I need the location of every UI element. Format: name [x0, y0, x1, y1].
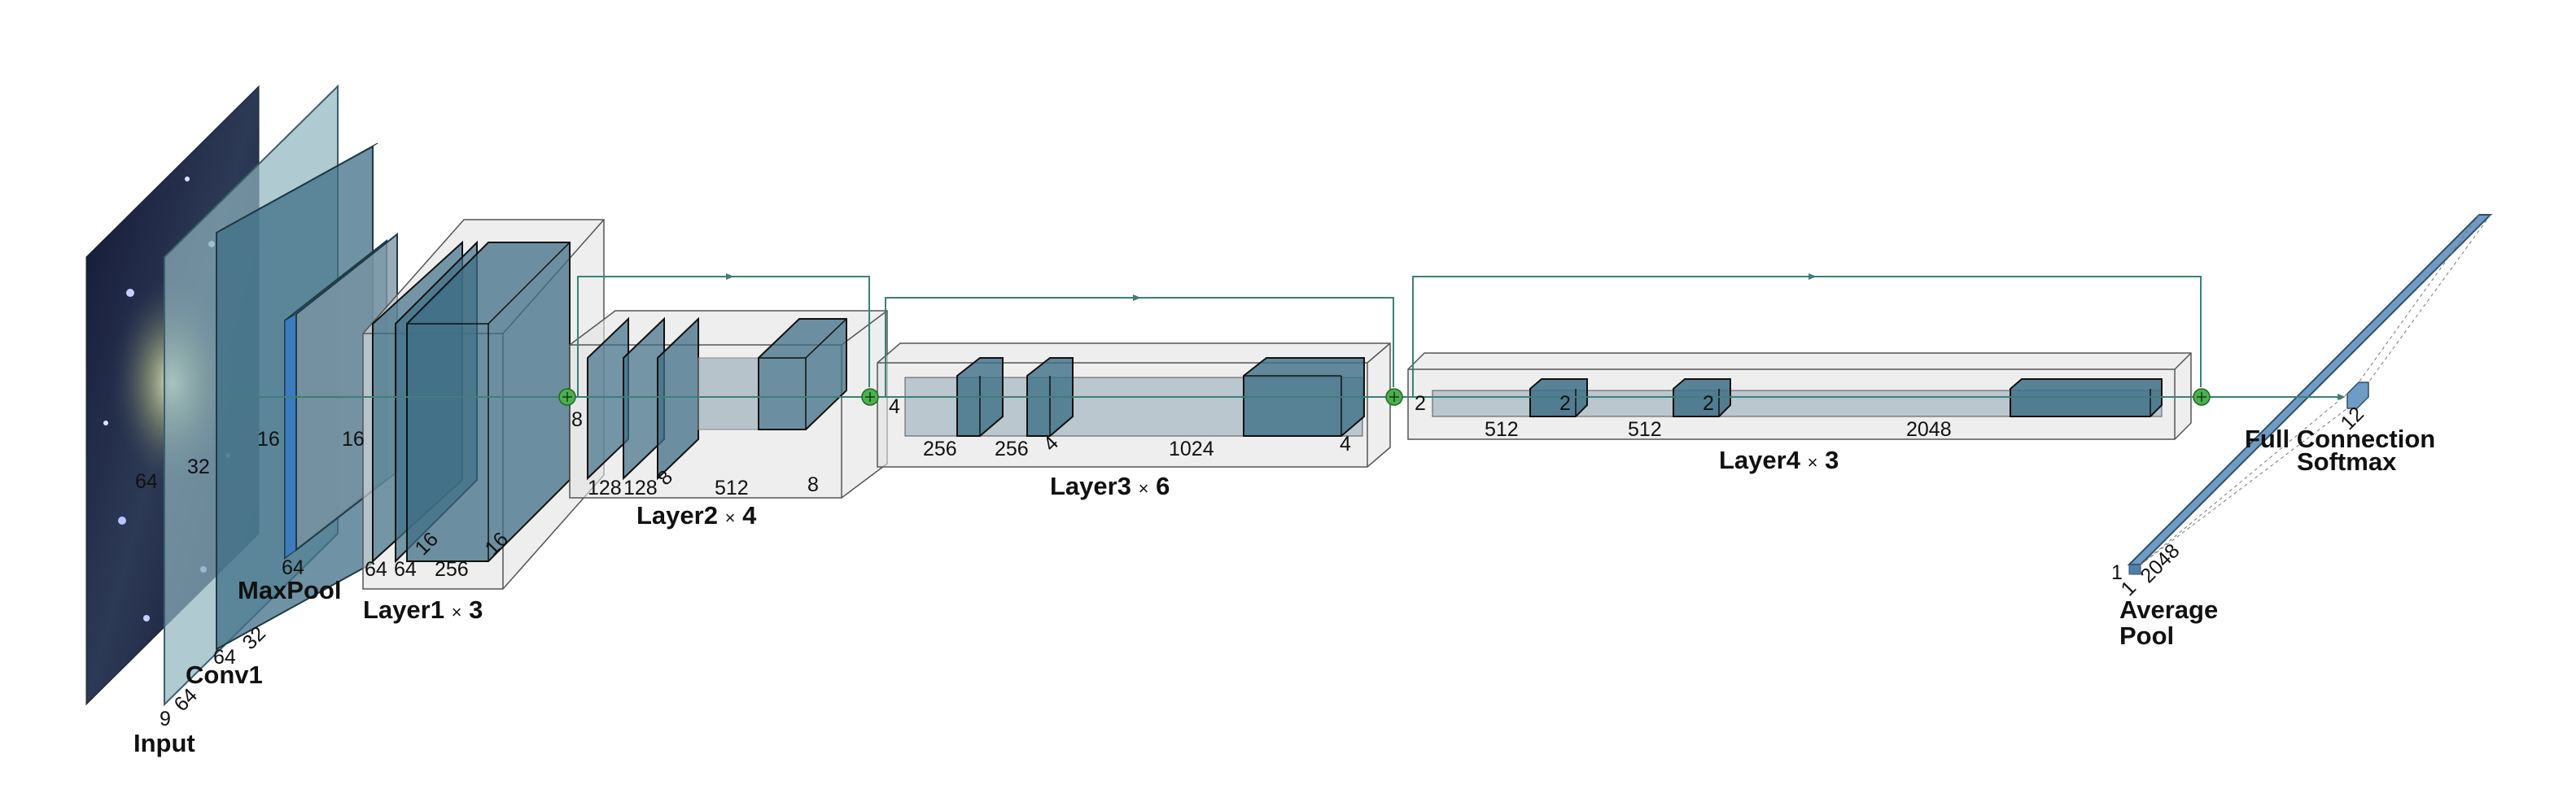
input-title: Input — [133, 729, 195, 757]
layer1-title-name: Layer1 — [363, 595, 444, 624]
layer3-title-count: 6 — [1156, 472, 1170, 500]
layer3-title: Layer3 × 6 — [1050, 472, 1170, 500]
layer1-title-times: × — [452, 602, 462, 622]
layer2-width-label: 8 — [571, 408, 583, 431]
layer3-title-name: Layer3 — [1050, 472, 1131, 500]
conv1-title: Conv1 — [186, 661, 263, 689]
layer3-width-label: 4 — [889, 395, 900, 418]
layer2-c1-label: 128 — [588, 477, 622, 499]
layer1-title-count: 3 — [469, 595, 483, 624]
layer3-c2-label: 256 — [995, 438, 1029, 460]
layer1-group — [362, 219, 605, 590]
add-node-3 — [1385, 388, 1403, 406]
layer2-group — [569, 310, 888, 499]
avgpool-title-line2: Pool — [2119, 621, 2174, 650]
layer3-c1-label: 256 — [923, 438, 957, 460]
layer1-c2-label: 64 — [394, 558, 417, 581]
layer3-group — [877, 342, 1391, 468]
layer4-title: Layer4 × 3 — [1719, 446, 1839, 474]
layer2-title-name: Layer2 — [636, 501, 718, 530]
layer4-h1-label: 2 — [1559, 392, 1571, 415]
layer2-title-times: × — [725, 508, 736, 528]
input-depth-label: 9 — [160, 708, 171, 730]
layer4-c3-label: 2048 — [1906, 418, 1952, 441]
layer4-title-name: Layer4 — [1719, 446, 1801, 474]
input-width-label: 64 — [135, 470, 158, 493]
maxpool-width-label-b: 16 — [342, 428, 365, 451]
maxpool-title: MaxPool — [238, 576, 341, 604]
maxpool-channels-label: 64 — [282, 556, 304, 579]
avgpool-c-label: 2048 — [2136, 539, 2184, 587]
layer1-c3-label: 256 — [435, 558, 469, 581]
fc-block — [2128, 214, 2491, 575]
conv1-channels-label: 64 — [213, 646, 236, 669]
fc-title-line2: Softmax — [2297, 447, 2397, 476]
layer2-title: Layer2 × 4 — [636, 501, 757, 530]
flow-lines — [220, 273, 2346, 400]
layer1-title: Layer1 × 3 — [363, 595, 483, 624]
layer4-width-label: 2 — [1415, 392, 1426, 415]
layer4-title-count: 3 — [1825, 446, 1839, 474]
maxpool-width-label-a: 16 — [257, 428, 280, 451]
layer3-height-label: 4 — [1340, 433, 1351, 456]
fc-title-line1: Full Connection — [2245, 425, 2435, 453]
add-node-4 — [2193, 388, 2211, 406]
layer2-c2-label: 128 — [623, 477, 658, 499]
layer2-height-label: 8 — [807, 473, 819, 496]
layer3-c3-label: 1024 — [1169, 438, 1214, 460]
layer4-c2-label: 512 — [1628, 418, 1662, 441]
add-node-2 — [861, 388, 879, 406]
add-node-1 — [558, 388, 576, 406]
layer1-c1-label: 64 — [365, 558, 387, 581]
layer3-title-times: × — [1139, 478, 1149, 499]
layer4-c1-label: 512 — [1485, 418, 1519, 441]
layer2-c3-label: 512 — [715, 477, 749, 499]
conv1-width-label: 32 — [187, 456, 210, 478]
avgpool-title-line1: Average — [2119, 595, 2218, 624]
avgpool-h-label: 1 — [2111, 561, 2123, 584]
layer2-title-count: 4 — [742, 501, 757, 530]
layer4-h2-label: 2 — [1703, 392, 1714, 415]
maxpool-block — [284, 232, 398, 560]
layer4-title-times: × — [1808, 452, 1818, 473]
